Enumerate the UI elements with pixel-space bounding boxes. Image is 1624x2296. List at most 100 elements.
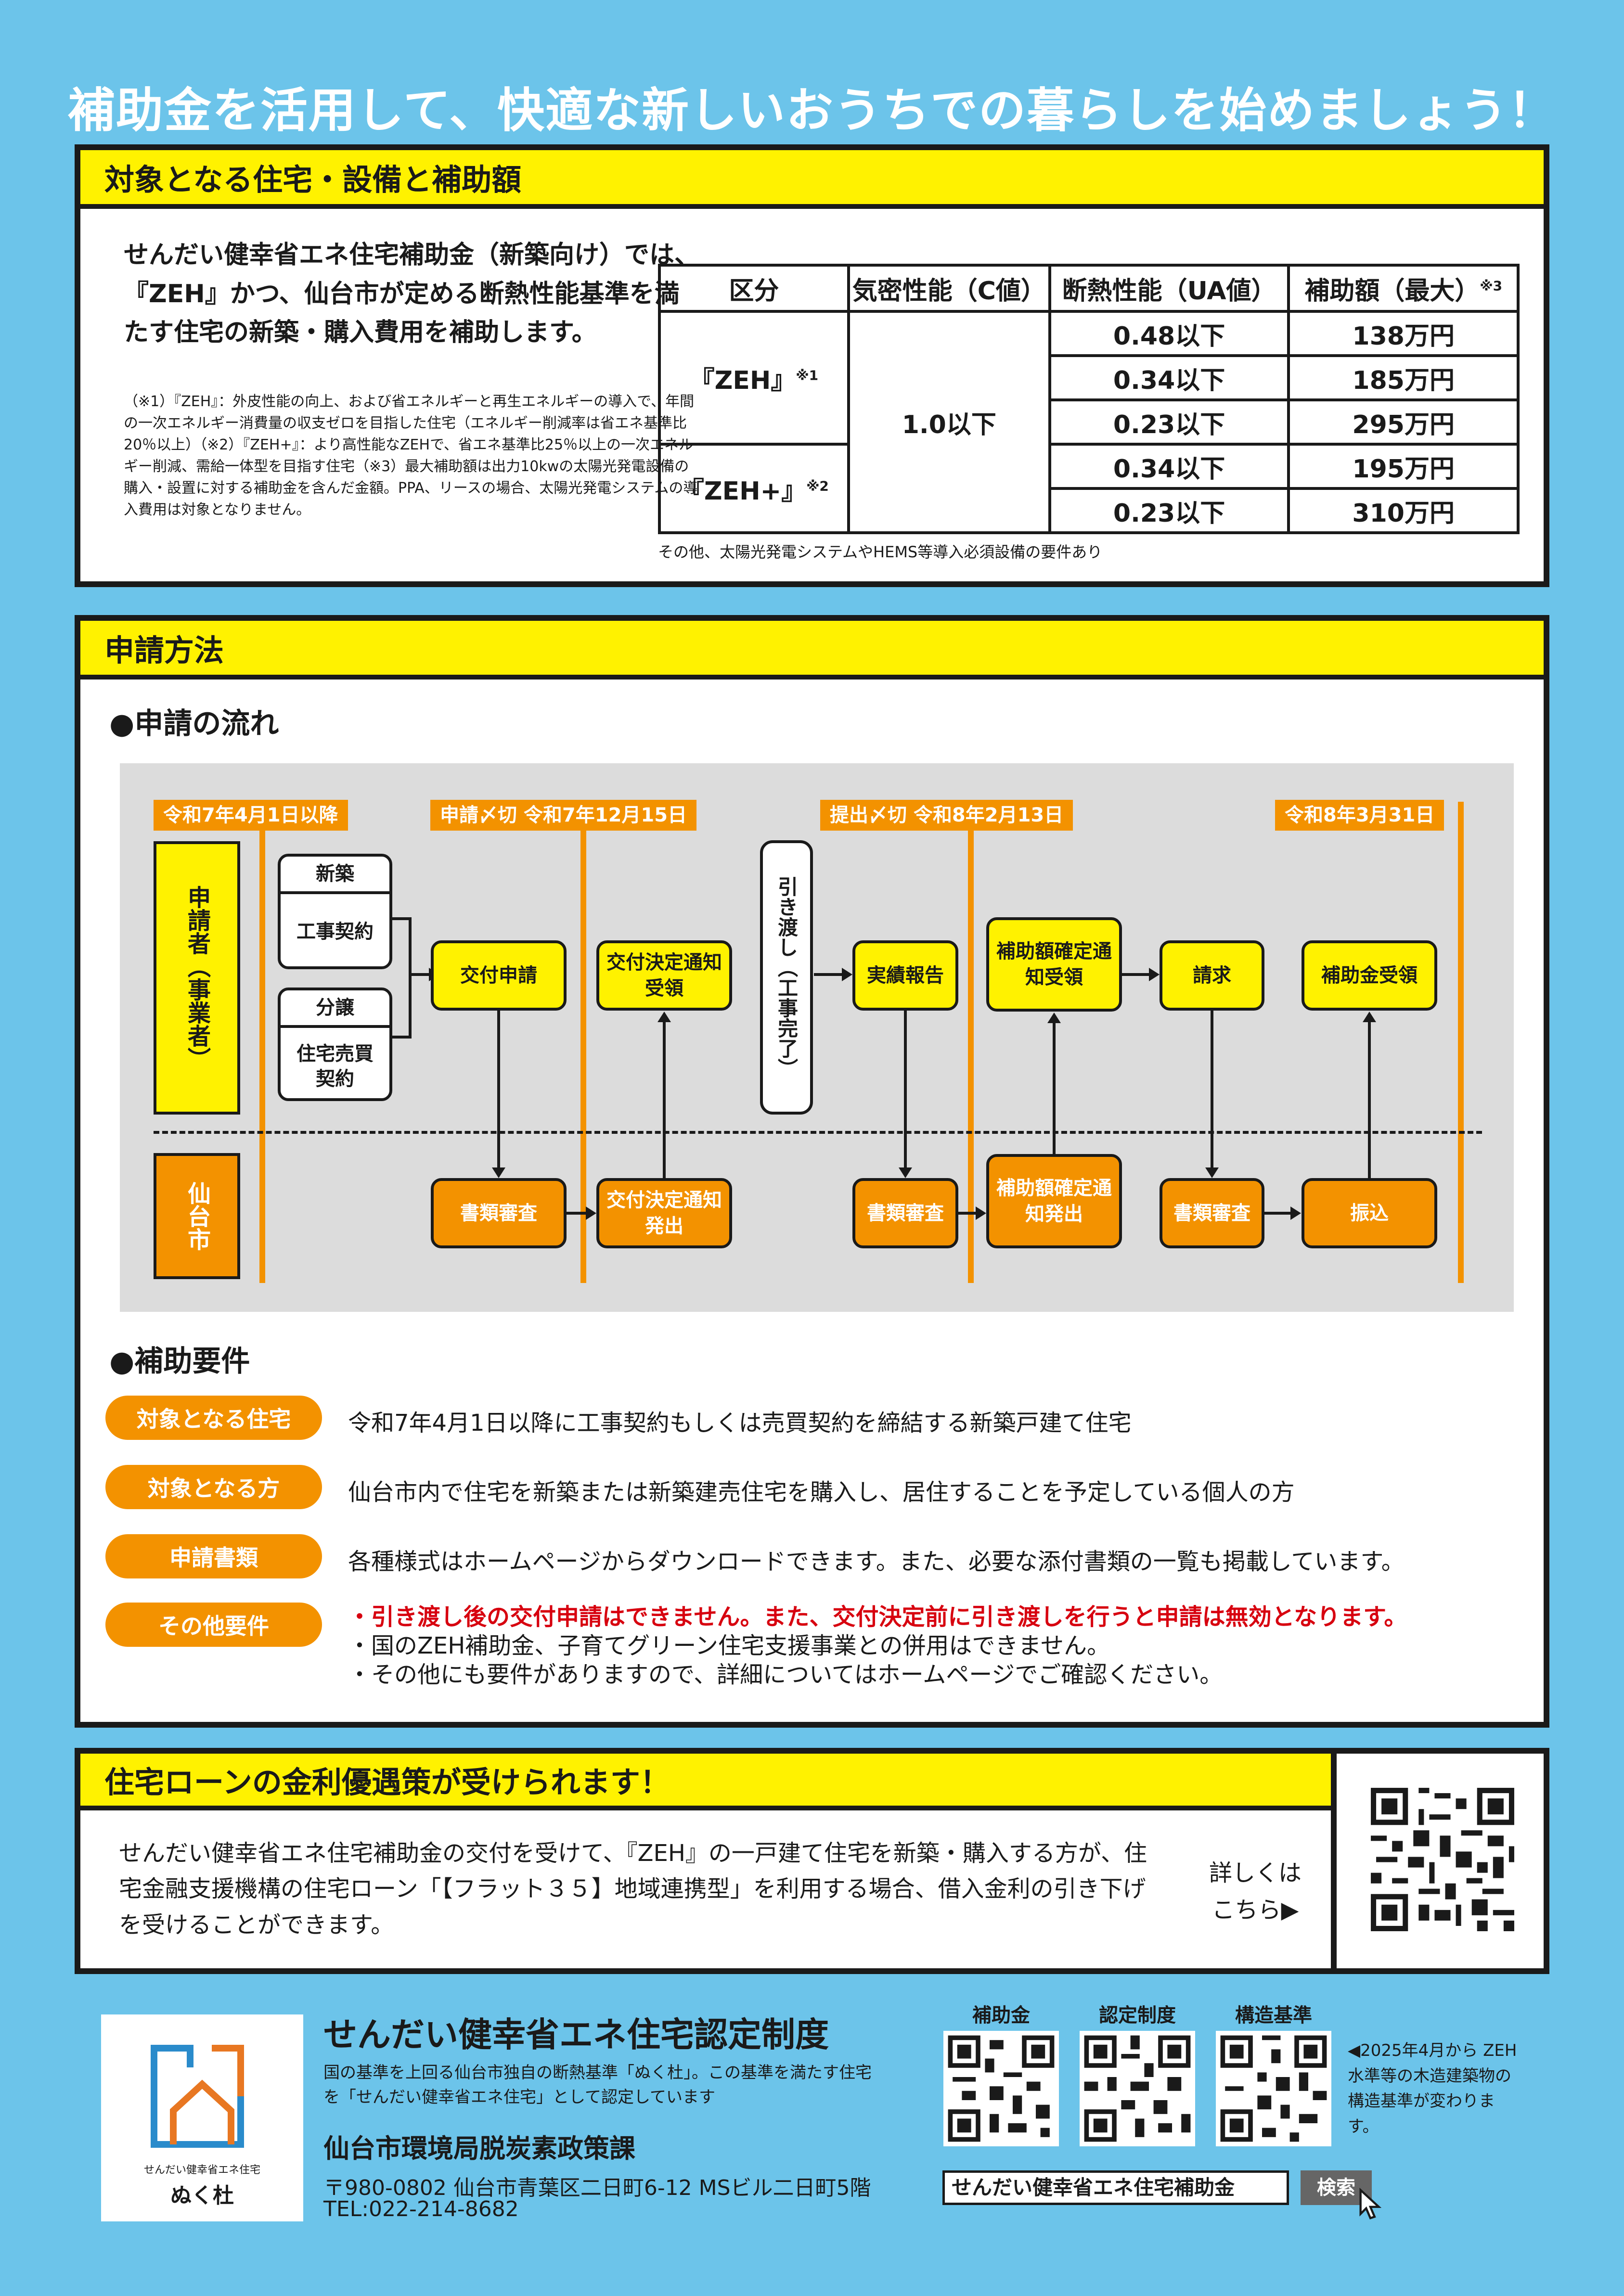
date-tag: 令和8年3月31日 (1275, 800, 1444, 831)
amount: 310万円 (1287, 487, 1520, 534)
decision-send-box: 交付決定通知発出 (596, 1178, 732, 1248)
requirement-text: 令和7年4月1日以降に工事契約もしくは売買契約を締結する新築戸建て住宅 (348, 1410, 1132, 1437)
logo-small-text: せんだい健幸省エネ住宅 (143, 2164, 260, 2176)
table-footnote: その他、太陽光発電システムやHEMS等導入必須設備の要件あり (658, 543, 1103, 561)
requirement-text: 仙台市内で住宅を新築または新築建売住宅を購入し、居住することを予定している個人の… (348, 1479, 1295, 1506)
confirm-send-box: 補助額確定通知発出 (986, 1154, 1122, 1248)
requirement-label: 対象となる方 (105, 1465, 322, 1509)
footnotes: （※1）『ZEH』：外皮性能の向上、および省エネルギーと再生エネルギーの導入で、… (124, 393, 698, 518)
arrow-head (657, 1012, 671, 1022)
arrow (412, 973, 431, 976)
amount: 185万円 (1287, 354, 1520, 401)
section-application: 申請方法 ●申請の流れ 令和7年4月1日以降 申請〆切 令和7年12月15日 提… (75, 615, 1549, 1728)
address: 〒980-0802 仙台市青葉区二日町6-12 MSビル二日町5階 (323, 2176, 871, 2200)
handover-box: 引き渡し（工事完了） (760, 840, 813, 1115)
certification-desc: 国の基準を上回る仙台市独自の断熱基準「ぬく杜」。この基準を満たす住宅を「せんだい… (323, 2063, 872, 2107)
date-tag: 提出〆切 令和8年2月13日 (820, 800, 1073, 831)
flow-heading: ●申請の流れ (109, 707, 279, 741)
loan-body: せんだい健幸省エネ住宅補助金の交付を受けて、『ZEH』の一戸建て住宅を新築・購入… (119, 1840, 1147, 1938)
date-tag: 申請〆切 令和7年12月15日 (430, 800, 697, 831)
arrow (663, 1021, 666, 1178)
arrow-head (1290, 1206, 1301, 1220)
confirm-receive-box: 補助額確定通知受領 (986, 917, 1122, 1012)
lane-city: 仙台市 (154, 1153, 240, 1279)
ua-value: 0.48以下 (1048, 310, 1290, 357)
arrow-head (1363, 1012, 1376, 1022)
review-box: 書類審査 (852, 1178, 958, 1248)
date-tag: 令和7年4月1日以降 (154, 800, 348, 831)
section-loan: 住宅ローンの金利優遇策が受けられます！ せんだい健幸省エネ住宅補助金の交付を受け… (75, 1748, 1549, 1974)
requirements-heading: ●補助要件 (109, 1345, 250, 1378)
arrow (1053, 1022, 1056, 1154)
arrow-head (1047, 1013, 1061, 1023)
arrow (497, 1011, 500, 1169)
arrow-head (1205, 1167, 1219, 1178)
certification-title: せんだい健幸省エネ住宅認定制度 (323, 2015, 829, 2054)
arrow (1122, 973, 1150, 976)
qr-label: 補助金 (972, 2004, 1030, 2027)
arrow-head (976, 1206, 986, 1220)
telephone: TEL:022-214-8682 (323, 2197, 519, 2221)
timeline-line (259, 802, 265, 1283)
warning-text: ・引き渡し後の交付申請はできません。また、交付決定前に引き渡しを行うと申請は無効… (348, 1603, 1407, 1630)
table-header: 断熱性能（UA値） (1048, 264, 1290, 313)
category-zeh-plus: 『ZEH+』※2 (658, 443, 850, 534)
section-title: 住宅ローンの金利優遇策が受けられます！ (80, 1754, 1332, 1810)
table-header: 気密性能（C値） (847, 264, 1051, 313)
section-eligible-housing: 対象となる住宅・設備と補助額 せんだい健幸省エネ住宅補助金（新築向け）では、『Z… (75, 144, 1549, 587)
requirement-text: 各種様式はホームページからダウンロードできます。また、必要な添付書類の一覧も掲載… (348, 1548, 1405, 1575)
amount: 195万円 (1287, 443, 1520, 489)
qr-code-certification[interactable] (1080, 2031, 1195, 2146)
bracket (392, 917, 412, 1039)
c-value: 1.0以下 (847, 310, 1051, 534)
cursor-icon (1359, 2187, 1382, 2219)
structure-note: ◀2025年4月から ZEH水準等の木造建築物の構造基準が変わります。 (1348, 2041, 1517, 2137)
subsidy-table: 区分 気密性能（C値） 断熱性能（UA値） 補助額（最大）※3 『ZEH』※1 … (658, 264, 1520, 534)
claim-box: 請求 (1160, 940, 1264, 1011)
arrow-head (1149, 968, 1160, 981)
category-zeh: 『ZEH』※1 (658, 310, 850, 446)
intro-text: せんだい健幸省エネ住宅補助金（新築向け）では、『ZEH』かつ、仙台市が定める断熱… (124, 241, 700, 347)
arrow (1211, 1011, 1213, 1169)
department: 仙台市環境局脱炭素政策課 (323, 2133, 635, 2164)
divider (1331, 1754, 1337, 1968)
qr-code-structure[interactable] (1216, 2031, 1331, 2146)
timeline-line (968, 802, 974, 1283)
arrow (904, 1011, 907, 1169)
arrow (1264, 1212, 1291, 1215)
review-box: 書類審査 (1160, 1178, 1264, 1248)
receive-grant-box: 補助金受領 (1302, 940, 1437, 1011)
ua-value: 0.34以下 (1048, 443, 1290, 489)
logo-name: ぬく杜 (170, 2183, 234, 2208)
house-logo-icon (151, 2045, 244, 2148)
section-title: 対象となる住宅・設備と補助額 (80, 150, 1544, 209)
arrow-head (899, 1167, 912, 1178)
logo-card: せんだい健幸省エネ住宅 ぬく杜 (101, 2014, 303, 2221)
requirement-text: ・国のZEH補助金、子育てグリーン住宅支援事業との併用はできません。 (348, 1632, 1110, 1659)
lane-applicant: 申請者（事業者） (154, 841, 240, 1115)
qr-label: 構造基準 (1235, 2004, 1312, 2027)
ua-value: 0.23以下 (1048, 487, 1290, 534)
timeline-line (580, 802, 586, 1283)
arrow-head (492, 1167, 505, 1178)
arrow (567, 1212, 587, 1215)
arrow (1368, 1021, 1371, 1178)
ua-value: 0.23以下 (1048, 398, 1290, 446)
report-box: 実績報告 (852, 940, 958, 1011)
decision-receive-box: 交付決定通知受領 (596, 940, 732, 1011)
qr-code-subsidy[interactable] (943, 2031, 1059, 2146)
arrow (814, 973, 843, 976)
timeline-line (1458, 802, 1464, 1283)
qr-label: 認定制度 (1099, 2004, 1176, 2027)
review-box: 書類審査 (431, 1178, 567, 1248)
more-label[interactable]: 詳しくは こちら▶ (1209, 1860, 1302, 1924)
amount: 295万円 (1287, 398, 1520, 446)
table-header: 補助額（最大）※3 (1287, 264, 1520, 313)
table-header: 区分 (658, 264, 850, 313)
qr-code-loan[interactable] (1366, 1783, 1520, 1937)
arrow-head (586, 1206, 596, 1220)
search-input[interactable]: せんだい健幸省エネ住宅補助金 (942, 2170, 1289, 2205)
requirement-label: 対象となる住宅 (105, 1396, 322, 1440)
section-title: 申請方法 (80, 621, 1544, 680)
flow-diagram: 令和7年4月1日以降 申請〆切 令和7年12月15日 提出〆切 令和8年2月13… (120, 763, 1514, 1312)
